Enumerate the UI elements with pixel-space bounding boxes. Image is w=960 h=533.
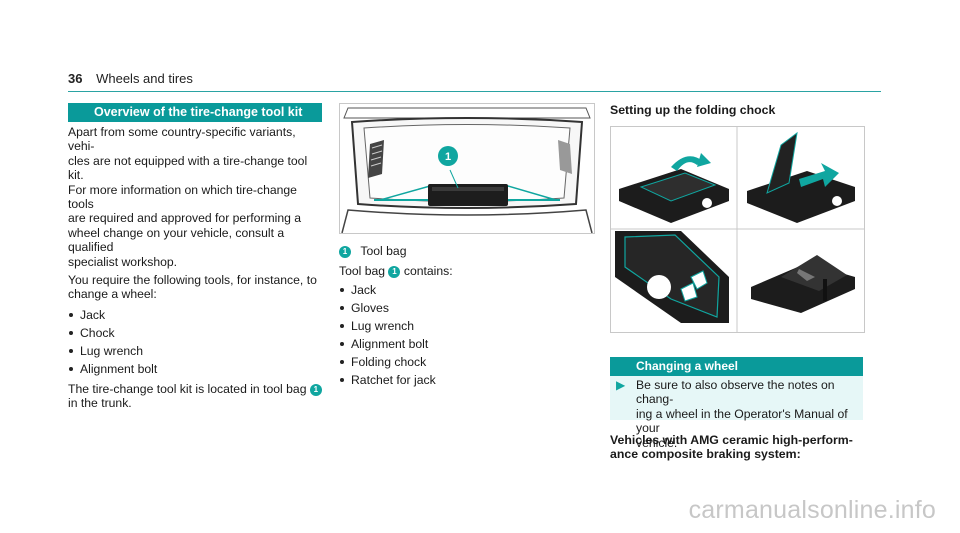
list-item: Alignment bolt <box>339 335 593 353</box>
changing-wheel-banner: Changing a wheel <box>610 357 863 376</box>
figure-callout: 1 <box>445 151 451 163</box>
require-line: You require the following tools, for ins… <box>68 273 317 288</box>
list-item: Lug wrench <box>68 342 322 360</box>
page-header: 36 Wheels and tires <box>68 71 193 86</box>
location-text: The tire-change tool kit is located in t… <box>68 381 307 396</box>
contains-badge: 1 <box>388 266 401 279</box>
tip-line: vehicle. <box>636 435 678 450</box>
trunk-figure: 1 <box>339 103 595 234</box>
header-rule <box>68 91 881 92</box>
tip-line: Be sure to also observe the notes on cha… <box>636 378 835 407</box>
intro-line: specialist workshop. <box>68 254 178 269</box>
location-text-end: in the trunk. <box>68 396 132 411</box>
caption-text: Tool bag <box>360 244 407 258</box>
tool-list: Jack Chock Lug wrench Alignment bolt <box>68 306 322 378</box>
intro-paragraph: Apart from some country-specific variant… <box>68 125 322 269</box>
require-line: change a wheel: <box>68 287 157 302</box>
amg-subheading: Vehicles with AMG ceramic high-perform- … <box>610 433 863 462</box>
bag-contents-list: Jack Gloves Lug wrench Alignment bolt Fo… <box>339 281 593 389</box>
watermark: carmanualsonline.info <box>688 496 936 524</box>
subheading-line: ance composite braking system: <box>610 447 801 462</box>
location-paragraph: The tire-change tool kit is located in t… <box>68 382 322 411</box>
section-title: Wheels and tires <box>96 71 193 86</box>
chock-illustration <box>611 127 864 332</box>
list-item: Jack <box>68 306 322 324</box>
subheading-line: Vehicles with AMG ceramic high-perform- <box>610 433 853 447</box>
figure-caption: 1 Tool bag <box>339 244 593 258</box>
chock-heading: Setting up the folding chock <box>610 103 776 117</box>
callout-badge: 1 <box>309 383 322 396</box>
list-item: Folding chock <box>339 353 593 371</box>
middle-column: 1 Tool bag Tool bag 1 contains: Jack Glo… <box>339 244 593 389</box>
intro-line: Apart from some country-specific variant… <box>68 125 296 154</box>
list-item: Gloves <box>339 299 593 317</box>
tip-box: ▶ Be sure to also observe the notes on c… <box>610 376 863 450</box>
intro-line: For more information on which tire-chang… <box>68 182 297 212</box>
caption-badge: 1 <box>339 246 351 258</box>
intro-line: wheel change on your vehicle, consult a … <box>68 225 285 255</box>
intro-line: are required and approved for performing… <box>68 211 302 226</box>
list-item: Lug wrench <box>339 317 593 335</box>
contains-text: Tool bag <box>339 264 386 279</box>
page-number: 36 <box>68 71 83 86</box>
tip-text: Be sure to also observe the notes on cha… <box>636 378 863 450</box>
require-paragraph: You require the following tools, for ins… <box>68 273 322 302</box>
intro-line: cles are not equipped with a tire-change… <box>68 153 308 183</box>
contains-line: Tool bag 1 contains: <box>339 264 593 279</box>
list-item: Jack <box>339 281 593 299</box>
contains-text-end: contains: <box>403 264 453 279</box>
list-item: Ratchet for jack <box>339 371 593 389</box>
list-item: Chock <box>68 324 322 342</box>
trunk-illustration: 1 <box>340 104 594 233</box>
play-arrow-icon: ▶ <box>616 378 626 392</box>
list-item: Alignment bolt <box>68 360 322 378</box>
tip-line: ing a wheel in the Operator's Manual of … <box>636 406 848 436</box>
overview-heading: Overview of the tire-change tool kit <box>68 103 322 122</box>
left-column: Overview of the tire-change tool kit Apa… <box>68 103 322 411</box>
chock-figure <box>610 126 865 333</box>
